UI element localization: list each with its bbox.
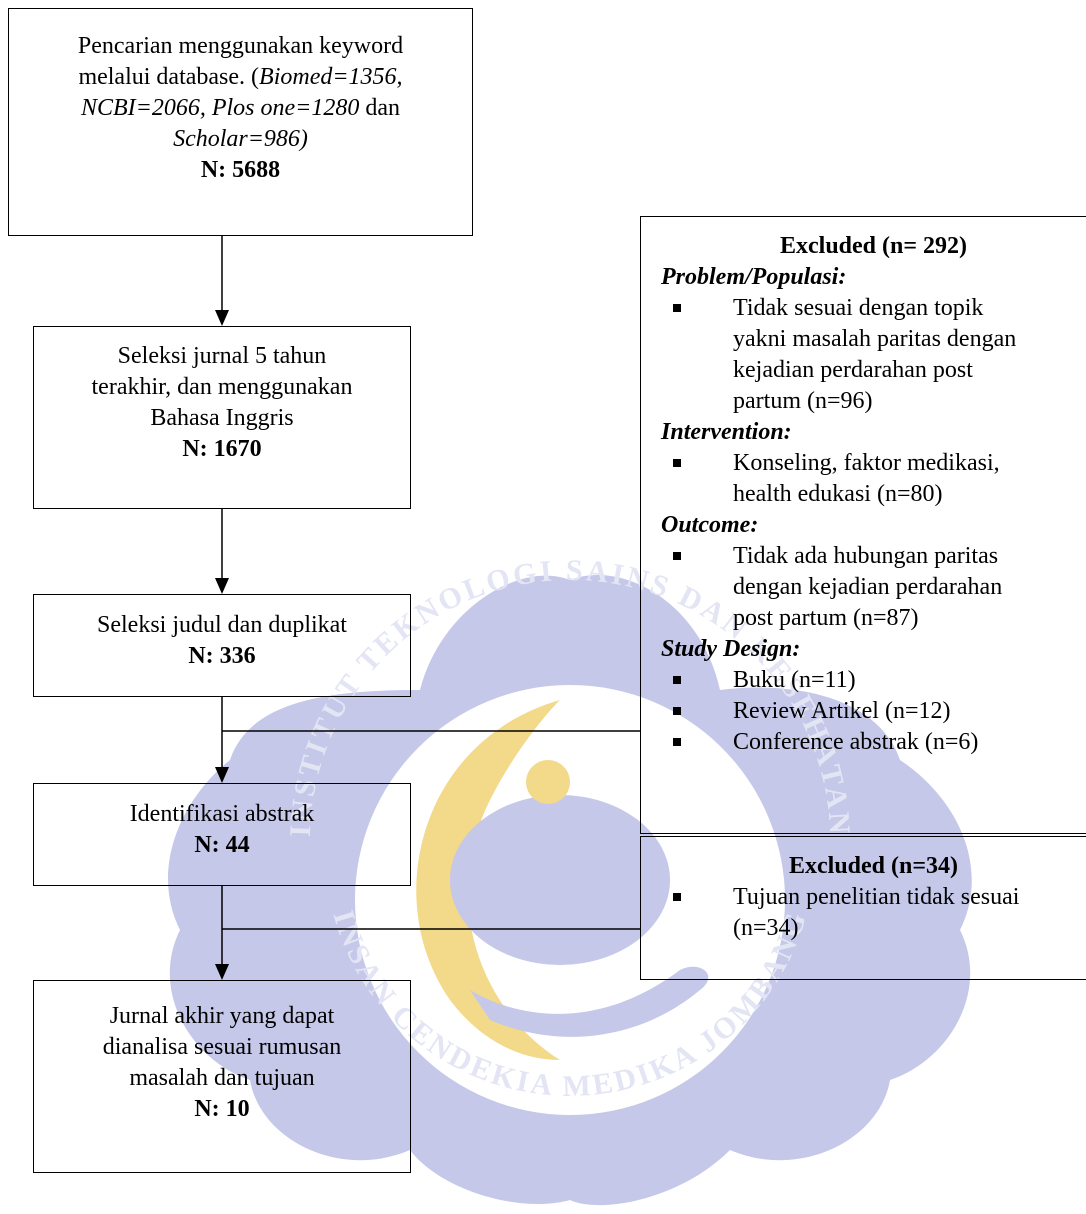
bullet-square-icon (673, 893, 681, 901)
item-line: Tidak ada hubungan paritas (733, 543, 999, 569)
box1-line2: melalui database. (Biomed=1356, (9, 62, 472, 93)
excluded1-item-intervention: Konseling, faktor medikasi, health eduka… (661, 448, 1086, 510)
box1-line4-italic: Scholar=986) (173, 126, 308, 152)
excluded1-item-outcome: Tidak ada hubungan paritas dengan kejadi… (661, 541, 1086, 634)
box3-line1: Seleksi judul dan duplikat (97, 612, 347, 638)
excluded1-cat-problem: Problem/Populasi: (661, 264, 847, 290)
box3-count: N: 336 (188, 643, 256, 669)
box2-count: N: 1670 (182, 436, 262, 462)
box2-line1: Seleksi jurnal 5 tahun (117, 343, 327, 369)
excluded1-item-buku: Buku (n=11) (661, 665, 1086, 696)
item-line: dengan kejadian perdarahan (733, 574, 1003, 600)
box1-line4: Scholar=986) (9, 124, 472, 155)
bullet-square-icon (673, 707, 681, 715)
box1-line2-plain: melalui database. ( (78, 64, 260, 90)
excluded1-item-conference: Conference abstrak (n=6) (661, 727, 1086, 758)
excluded1-cat-outcome: Outcome: (661, 512, 759, 538)
arrowhead (215, 767, 229, 783)
step-language-filter-box: Seleksi jurnal 5 tahun terakhir, dan men… (33, 326, 411, 509)
logo-hand (470, 966, 709, 1037)
arrowhead (215, 310, 229, 326)
box5-line3: masalah dan tujuan (129, 1065, 315, 1091)
box1-line3-italic: NCBI=2066, Plos one=1280 (80, 95, 360, 121)
item-line: health edukasi (n=80) (733, 481, 943, 507)
box1-count: N: 5688 (200, 157, 281, 183)
box1-line2-italic: Biomed=1356, (259, 64, 403, 90)
excluded1-item-problem: Tidak sesuai dengan topik yakni masalah … (661, 293, 1086, 417)
excluded1-title: Excluded (n= 292) (779, 233, 968, 259)
item-line: Conference abstrak (n=6) (733, 729, 979, 755)
item-line: Review Artikel (n=12) (733, 698, 951, 724)
excluded-292-box: Excluded (n= 292) Problem/Populasi: Tida… (640, 216, 1086, 834)
box1-line1: Pencarian menggunakan keyword (77, 33, 404, 59)
item-line: (n=34) (733, 915, 799, 941)
excluded-34-box: Excluded (n=34) Tujuan penelitian tidak … (640, 836, 1086, 980)
step-final-journals-box: Jurnal akhir yang dapat dianalisa sesuai… (33, 980, 411, 1173)
box5-count: N: 10 (194, 1096, 250, 1122)
item-line: partum (n=96) (733, 388, 873, 414)
box1-line3-plain: dan (359, 95, 401, 121)
excluded1-cat-study-design: Study Design: (661, 636, 801, 662)
step-title-duplicate-box: Seleksi judul dan duplikat N: 336 (33, 594, 411, 697)
box1-line3: NCBI=2066, Plos one=1280 dan (9, 93, 472, 124)
excluded1-item-review: Review Artikel (n=12) (661, 696, 1086, 727)
box2-line2: terakhir, dan menggunakan (91, 374, 353, 400)
logo-crescent-moon (416, 700, 560, 1060)
logo-brain (450, 795, 670, 965)
excluded2-title: Excluded (n=34) (788, 853, 959, 879)
box4-count: N: 44 (194, 832, 250, 858)
item-line: kejadian perdarahan post (733, 357, 973, 383)
box5-line2: dianalisa sesuai rumusan (102, 1034, 342, 1060)
box4-line1: Identifikasi abstrak (129, 801, 315, 827)
logo-sun (526, 760, 570, 804)
item-line: Tidak sesuai dengan topik (733, 295, 984, 321)
excluded2-item-objective: Tujuan penelitian tidak sesuai (n=34) (661, 882, 1086, 944)
box5-line1: Jurnal akhir yang dapat (109, 1003, 335, 1029)
bullet-square-icon (673, 552, 681, 560)
box2-line3: Bahasa Inggris (150, 405, 294, 431)
step-identification-box: Pencarian menggunakan keyword melalui da… (8, 8, 473, 236)
step-abstract-box: Identifikasi abstrak N: 44 (33, 783, 411, 886)
bullet-square-icon (673, 459, 681, 467)
bullet-square-icon (673, 304, 681, 312)
bullet-square-icon (673, 738, 681, 746)
bullet-square-icon (673, 676, 681, 684)
excluded1-cat-intervention: Intervention: (661, 419, 792, 445)
arrowhead (215, 578, 229, 594)
item-line: Konseling, faktor medikasi, (733, 450, 1000, 476)
item-line: Buku (n=11) (733, 667, 856, 693)
arrowhead (215, 964, 229, 980)
item-line: Tujuan penelitian tidak sesuai (733, 884, 1020, 910)
item-line: yakni masalah paritas dengan (733, 326, 1017, 352)
item-line: post partum (n=87) (733, 605, 919, 631)
